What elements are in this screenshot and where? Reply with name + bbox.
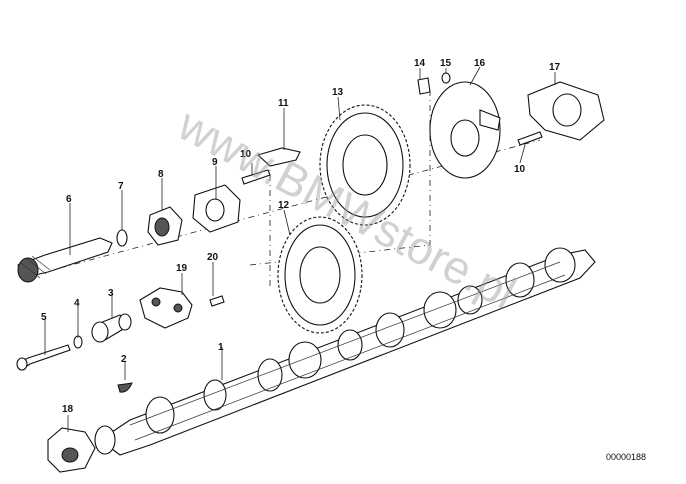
camshaft [94, 247, 596, 456]
callout-4: 4 [74, 298, 80, 309]
bolt-right [517, 131, 543, 146]
callout-2: 2 [121, 354, 127, 365]
callout-14: 14 [414, 58, 426, 69]
drawing-code: 00000188 [606, 452, 646, 462]
callout-12: 12 [278, 200, 290, 211]
lock-washer [441, 72, 451, 84]
callout-17: 17 [549, 62, 561, 73]
callout-16: 16 [474, 58, 486, 69]
flange-plate [527, 81, 605, 141]
callout-19: 19 [176, 263, 188, 274]
sprocket-lower [277, 216, 363, 334]
callout-13: 13 [332, 87, 344, 98]
snap-ring [116, 229, 128, 247]
bushing [91, 313, 132, 343]
callout-3: 3 [108, 288, 114, 299]
callout-18: 18 [62, 404, 74, 415]
drive-gear-shaft [17, 237, 113, 283]
callout-7: 7 [118, 181, 124, 192]
segment-plate [256, 147, 301, 167]
sprocket-hub [429, 81, 501, 179]
callout-1: 1 [218, 342, 224, 353]
callout-15: 15 [440, 58, 452, 69]
callout-9: 9 [212, 157, 218, 168]
cap-nut [47, 427, 96, 473]
dowel-pin [209, 295, 225, 307]
callout-5: 5 [41, 312, 47, 323]
leader-lines [44, 66, 556, 432]
callout-11: 11 [278, 98, 289, 109]
bolt-left [241, 169, 271, 185]
callout-20: 20 [207, 252, 219, 263]
callout-10a: 10 [240, 149, 252, 160]
stud-bolt [417, 77, 431, 95]
callout-10b: 10 [514, 164, 526, 175]
woodruff-key [117, 382, 133, 393]
callout-8: 8 [158, 169, 164, 180]
sprocket-upper [319, 104, 411, 226]
flange-bearing [139, 287, 193, 329]
callout-6: 6 [66, 194, 72, 205]
hex-nut [147, 206, 183, 246]
thrust-plate [192, 184, 241, 233]
bolt-small [16, 344, 71, 371]
